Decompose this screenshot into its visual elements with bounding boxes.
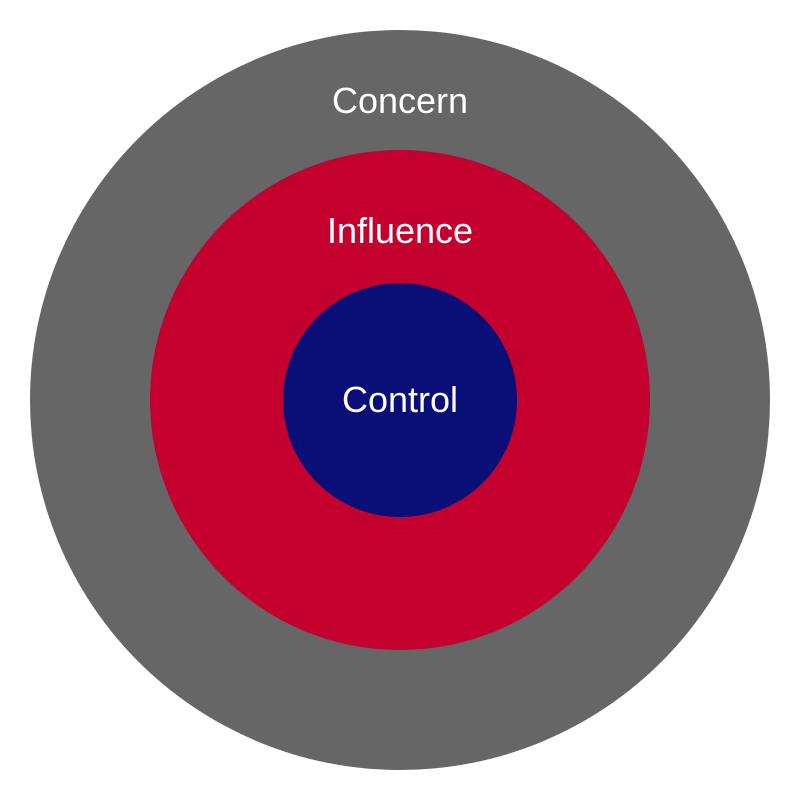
control-circle (283, 283, 517, 517)
concern-label: Concern (331, 80, 469, 121)
influence-label: Influence (326, 210, 474, 251)
control-label: Control (341, 379, 459, 420)
